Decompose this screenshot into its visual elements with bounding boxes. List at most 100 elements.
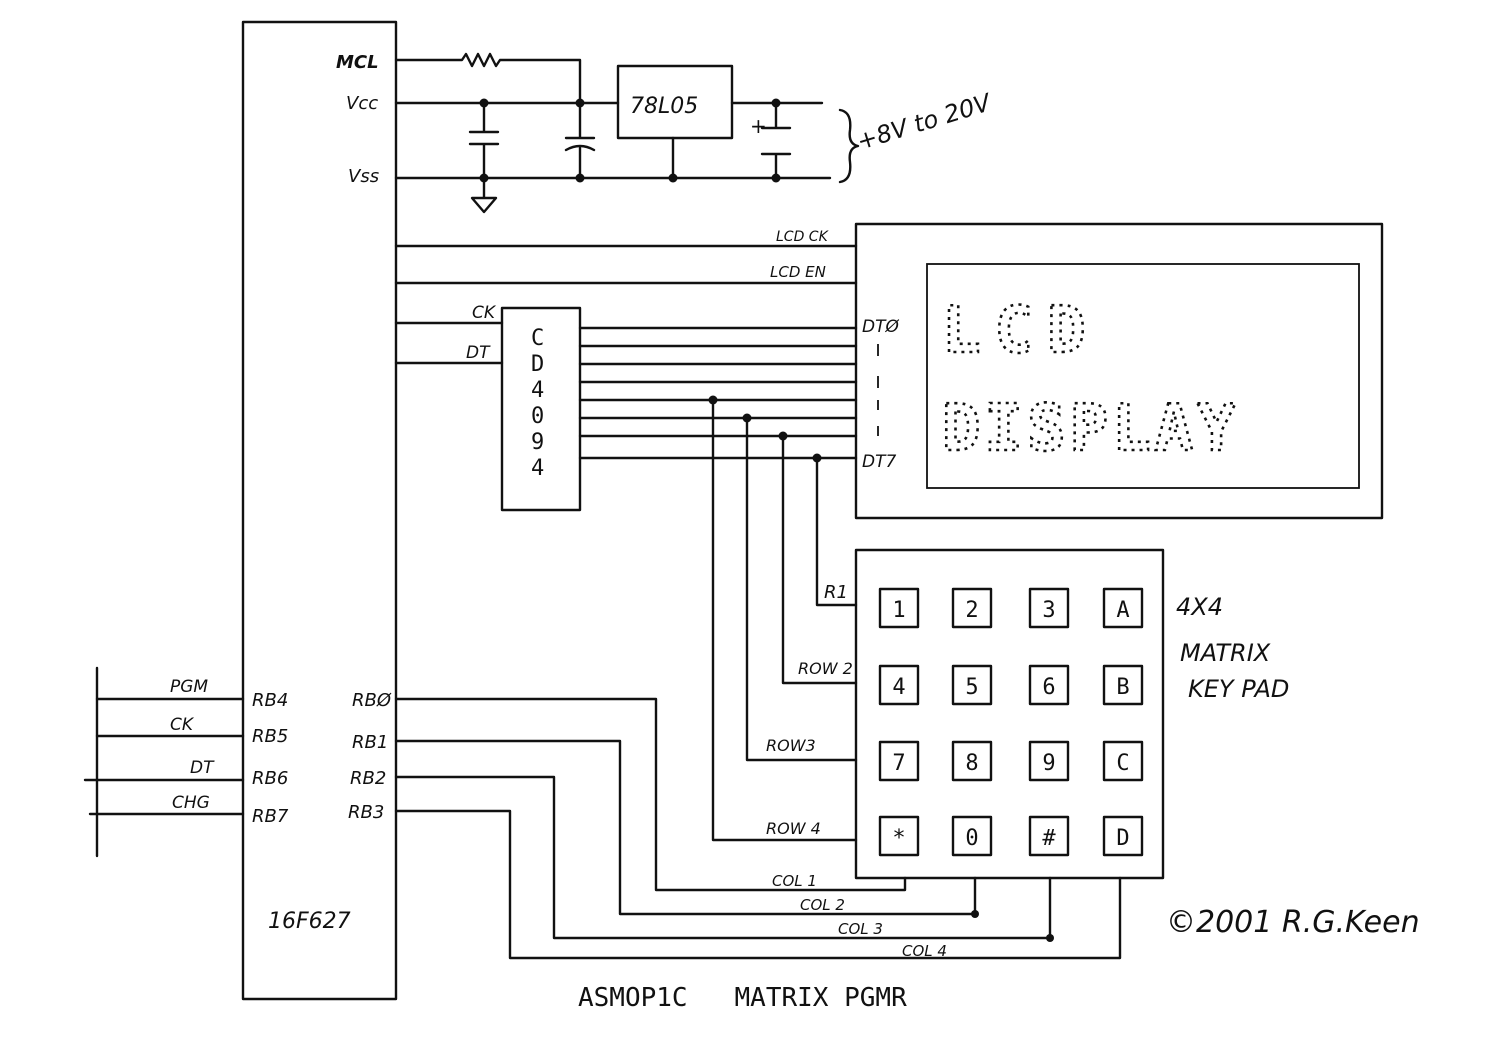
shift-register-char: C (531, 326, 544, 351)
keypad-key-frame (1102, 664, 1144, 706)
lcd-line-2: DISPLAY (942, 392, 1240, 466)
rb5-label: RB5 (252, 726, 288, 747)
shift-dt-label: DT (466, 343, 491, 363)
keypad-key-label: D (1116, 826, 1129, 851)
regulator-body (616, 64, 734, 140)
lcd-dt0-label: DTØ (862, 317, 899, 337)
junction-dot (575, 173, 585, 183)
mcu-body (241, 20, 398, 1001)
junction-dot (778, 431, 788, 441)
junction-dot (971, 910, 979, 918)
keypad-key-label: A (1116, 598, 1129, 623)
supply-brace (838, 108, 860, 184)
keypad-key-frame (1028, 587, 1070, 629)
lcd-dt7-label: DT7 (862, 452, 896, 472)
keypad-key-label: C (1116, 751, 1129, 776)
keypad-key: * (878, 815, 920, 857)
keypad-key-frame (1028, 815, 1070, 857)
keypad-key-label: 2 (965, 598, 978, 623)
col1-wire (394, 697, 907, 892)
keypad-key: B (1102, 664, 1144, 706)
shift-ck-label: CK (472, 303, 497, 323)
rb1-label: RB1 (352, 732, 388, 753)
keypad-key: 9 (1028, 740, 1070, 782)
keypad-key-label: 7 (892, 751, 905, 776)
junction-dot (708, 395, 718, 405)
col2-label: COL 2 (800, 896, 845, 914)
keypad-key: C (1102, 740, 1144, 782)
keypad-key-label: 3 (1042, 598, 1055, 623)
keypad-key-frame (951, 815, 993, 857)
keypad-key-frame (1102, 587, 1144, 629)
pgm-label: PGM (170, 677, 208, 697)
dt-label: DT (190, 758, 215, 778)
col4-wire (394, 809, 1122, 960)
keypad-key-label: 1 (892, 598, 905, 623)
vcc-pin-label: Vcc (346, 93, 378, 114)
keypad-key-label: B (1116, 675, 1129, 700)
lcd-en-label: LCD EN (770, 263, 826, 281)
lcd-screen (926, 263, 1360, 489)
row2-wire (781, 434, 858, 685)
keypad-key-label: 8 (965, 751, 978, 776)
keypad-key-frame (951, 740, 993, 782)
row1-wire (815, 456, 858, 607)
chg-label: CHG (172, 793, 210, 813)
keypad-key-frame (878, 740, 920, 782)
keypad-key-frame (878, 587, 920, 629)
junction-dot (771, 173, 781, 183)
regulator-label: 78L05 (630, 94, 698, 119)
keypad-key: 3 (1028, 587, 1070, 629)
keypad-key-frame (1028, 740, 1070, 782)
junction-dot (1046, 934, 1054, 942)
keypad-key-frame (1028, 664, 1070, 706)
shift-register-body (500, 306, 582, 512)
rb0-label: RBØ (352, 690, 392, 711)
shift-register-char: D (531, 352, 544, 377)
junction-dot (812, 453, 822, 463)
col3-label: COL 3 (838, 920, 883, 938)
mcu-part-label: 16F627 (268, 909, 351, 934)
keypad-key: 1 (878, 587, 920, 629)
keypad-title-line1: 4X4 (1176, 593, 1223, 621)
rb6-label: RB6 (252, 768, 288, 789)
shift-register-char: 4 (531, 456, 544, 481)
junction-dot (742, 413, 752, 423)
keypad-key-label: 4 (892, 675, 905, 700)
junction-dot (479, 98, 489, 108)
shift-register-char: 0 (531, 404, 544, 429)
copyright: ©2001 R.G.Keen (1166, 905, 1420, 940)
mclr-pin-label: MCL (336, 52, 379, 73)
keypad-key: 4 (878, 664, 920, 706)
vss-pin-label: Vss (348, 166, 379, 187)
capacitor-1 (468, 101, 500, 180)
mclr-wire (394, 52, 582, 104)
col2-wire (394, 739, 977, 916)
capacitor-polarity-label: + (750, 114, 767, 138)
capacitor-3 (760, 101, 792, 180)
lcd-module (854, 222, 1384, 520)
junction-dot (668, 173, 678, 183)
keypad-key: 6 (1028, 664, 1070, 706)
col1-label: COL 1 (772, 872, 817, 890)
rb7-label: RB7 (252, 806, 289, 827)
capacitor-2 (564, 101, 596, 180)
lcd-ck-label: LCD CK (776, 229, 830, 245)
caption: ASMOP1C MATRIX PGMR (578, 983, 907, 1013)
row3-label: ROW3 (766, 736, 816, 755)
junction-dot (575, 98, 585, 108)
keypad-key-frame (951, 664, 993, 706)
shift-register-char: 9 (531, 430, 544, 455)
keypad-key-label: * (892, 826, 905, 851)
keypad-key-label: # (1042, 826, 1056, 851)
row2-label: ROW 2 (798, 659, 853, 678)
keypad-key-label: 9 (1042, 751, 1055, 776)
keypad-key: 8 (951, 740, 993, 782)
keypad-body (854, 548, 1165, 880)
col3-wire (394, 775, 1052, 940)
keypad-key-frame (1102, 740, 1144, 782)
row1-label: R1 (824, 582, 848, 603)
lcd-line-1: LCD (942, 294, 1100, 368)
